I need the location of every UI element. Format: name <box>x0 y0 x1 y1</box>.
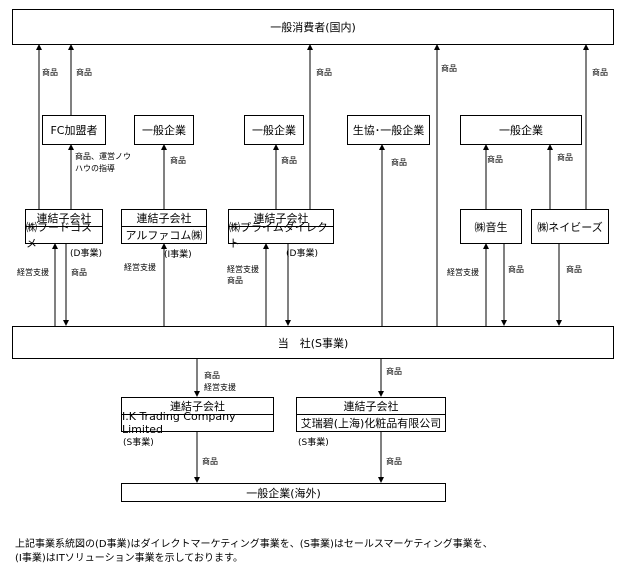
arrow-label: 商品 <box>227 276 243 285</box>
otosei-box: ㈱音生 <box>460 209 522 244</box>
subsidiary-alphacom-box: 連結子会社 アルファコム㈱ <box>121 209 207 244</box>
subsidiary-label: 連結子会社 <box>297 398 445 415</box>
subsidiary-label: 連結子会社 <box>122 398 273 415</box>
subsidiary-shanghai-box: 連結子会社 艾瑞碧(上海)化粧品有限公司 <box>296 397 446 432</box>
arrow-label: 商品 <box>487 155 503 164</box>
company-name: アルファコム㈱ <box>125 228 203 242</box>
arrow-label: 商品 <box>386 367 402 376</box>
arrow-label: 経営支援 <box>124 263 156 272</box>
arrow-label: 商品 <box>76 68 92 77</box>
naibiz-box: ㈱ネイビーズ <box>531 209 609 244</box>
company-name: ㈱フードコスメ <box>26 220 92 250</box>
arrow-label: 商品 <box>71 268 87 277</box>
subsidiary-label: 連結子会社 <box>122 210 206 227</box>
coop-company-box: 生協･一般企業 <box>347 115 430 145</box>
arrow-label: 商品 <box>557 153 573 162</box>
subsidiary-label: 連結子会社 <box>26 210 102 227</box>
arrow-label: 経営支援 <box>447 268 479 277</box>
arrow-label: 商品 <box>202 457 218 466</box>
segment-note-shanghai: (S事業) <box>298 438 329 448</box>
arrow-label: ハウの指導 <box>75 164 115 173</box>
arrow-label: 経営支援 <box>204 383 236 392</box>
arrow-label: 商品、運営ノウ <box>75 152 131 161</box>
arrow-label: 商品 <box>592 68 608 77</box>
general-company-box-2: 一般企業 <box>244 115 304 145</box>
segment-note-alphacom: (I事業) <box>164 250 192 260</box>
fc-member-box: FC加盟者 <box>42 115 106 145</box>
arrow-label: 商品 <box>386 457 402 466</box>
company-name: I.K Trading Company Limited <box>122 409 236 436</box>
general-company-box-1: 一般企業 <box>134 115 194 145</box>
arrow-label: 経営支援 <box>227 265 259 274</box>
arrow-label: 経営支援 <box>17 268 49 277</box>
arrow-label: 商品 <box>204 371 220 380</box>
consumers-box: 一般消費者(国内) <box>12 9 614 45</box>
company-name: ㈱プライムダイレクト <box>229 220 328 250</box>
arrow-label: 商品 <box>566 265 582 274</box>
subsidiary-ik-trading-box: 連結子会社 I.K Trading Company Limited <box>121 397 274 436</box>
subsidiary-label: 連結子会社 <box>229 210 333 227</box>
subsidiary-primedirect-box: 連結子会社 ㈱プライムダイレクト <box>228 209 334 250</box>
arrow-label: 商品 <box>42 68 58 77</box>
arrow-label: 商品 <box>316 68 332 77</box>
arrow-label: 商品 <box>391 158 407 167</box>
general-company-box-3: 一般企業 <box>460 115 582 145</box>
footer-note-line1: 上記事業系統図の(D事業)はダイレクトマーケティング事業を、(S事業)はセールス… <box>15 539 493 550</box>
segment-note-ik-trading: (S事業) <box>123 438 154 448</box>
company-name: 艾瑞碧(上海)化粧品有限公司 <box>300 416 442 430</box>
our-company-box: 当 社(S事業) <box>12 326 614 359</box>
subsidiary-foodcosme-box: 連結子会社 ㈱フードコスメ <box>25 209 103 250</box>
segment-note-foodcosme: (D事業) <box>70 249 102 259</box>
arrow-label: 商品 <box>441 64 457 73</box>
arrow-label: 商品 <box>170 156 186 165</box>
segment-note-primedirect: (D事業) <box>286 249 318 259</box>
arrow-label: 商品 <box>508 265 524 274</box>
overseas-company-box: 一般企業(海外) <box>121 483 446 502</box>
arrow-label: 商品 <box>281 156 297 165</box>
footer-note-line2: (I事業)はITソリューション事業を示しております。 <box>15 553 244 564</box>
